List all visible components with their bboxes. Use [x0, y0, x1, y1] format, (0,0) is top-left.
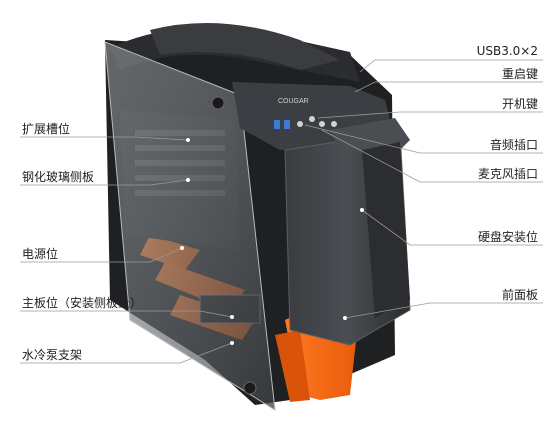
label-motherboard-tray: 主板位（安装侧板上） [22, 296, 143, 310]
label-audio-jack: 音频插口 [489, 138, 538, 152]
label-power-button: 开机键 [501, 97, 538, 111]
label-usb-ports: USB3.0×2 [476, 44, 538, 58]
label-psu-bay: 电源位 [22, 247, 59, 261]
label-tempered-glass-panel: 钢化玻璃侧板 [22, 170, 95, 184]
brand-logo-text: COUGAR [278, 98, 309, 105]
label-pump-bracket: 水冷泵支架 [22, 348, 83, 362]
label-drive-bay: 硬盘安装位 [477, 230, 538, 244]
leader-lines [20, 59, 543, 364]
label-reset-button: 重启键 [501, 67, 538, 81]
marker-dots [180, 138, 364, 345]
label-mic-jack: 麦克风插口 [477, 167, 538, 181]
label-expansion-slots: 扩展槽位 [22, 122, 71, 136]
label-front-panel: 前面板 [501, 288, 538, 302]
front-panel [284, 118, 411, 346]
